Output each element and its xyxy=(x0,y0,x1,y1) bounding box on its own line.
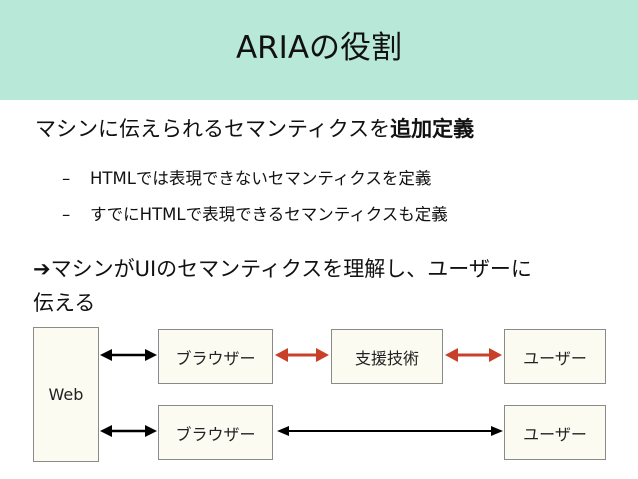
bullet-text-1: HTMLでは表現できないセマンティクスを定義 xyxy=(90,169,432,188)
conclusion-line-2: 伝える xyxy=(33,291,96,315)
lead-emphasis: 追加定義 xyxy=(390,117,475,141)
browser-label-bottom: ブラウザー xyxy=(175,424,256,444)
lead-text: マシンに伝えられるセマンティクスを xyxy=(35,117,391,141)
browser-box-top: ブラウザー xyxy=(158,329,273,384)
conclusion-line-1: ➔マシンがUIのセマンティクスを理解し、ユーザーに xyxy=(33,257,532,281)
assistive-tech-label: 支援技術 xyxy=(354,348,419,368)
arrow-web-browser-bottom xyxy=(100,425,157,437)
arrow-web-browser-top xyxy=(100,349,157,361)
arrow-assistive-tech-user xyxy=(445,348,502,362)
bullet-dash-2: – xyxy=(62,205,71,224)
slide-title: ARIAの役割 xyxy=(235,30,403,66)
user-box-top: ユーザー xyxy=(504,329,606,384)
lead-statement: マシンに伝えられるセマンティクスを追加定義 xyxy=(35,114,474,144)
browser-label-top: ブラウザー xyxy=(175,348,256,368)
user-box-bottom: ユーザー xyxy=(504,405,606,460)
arrow-browser-user-bottom xyxy=(277,426,503,436)
title-banner xyxy=(0,0,638,100)
browser-box-bottom: ブラウザー xyxy=(158,405,273,460)
web-label: Web xyxy=(48,385,84,404)
user-label-top: ユーザー xyxy=(523,348,587,368)
bullet-dash-1: – xyxy=(62,169,71,188)
bullet-text-2: すでにHTMLで表現できるセマンティクスも定義 xyxy=(90,205,448,224)
user-label-bottom: ユーザー xyxy=(523,424,587,444)
arrow-browser-assistive-tech xyxy=(275,348,329,362)
assistive-tech-box: 支援技術 xyxy=(331,329,443,384)
web-box: Web xyxy=(33,327,99,462)
